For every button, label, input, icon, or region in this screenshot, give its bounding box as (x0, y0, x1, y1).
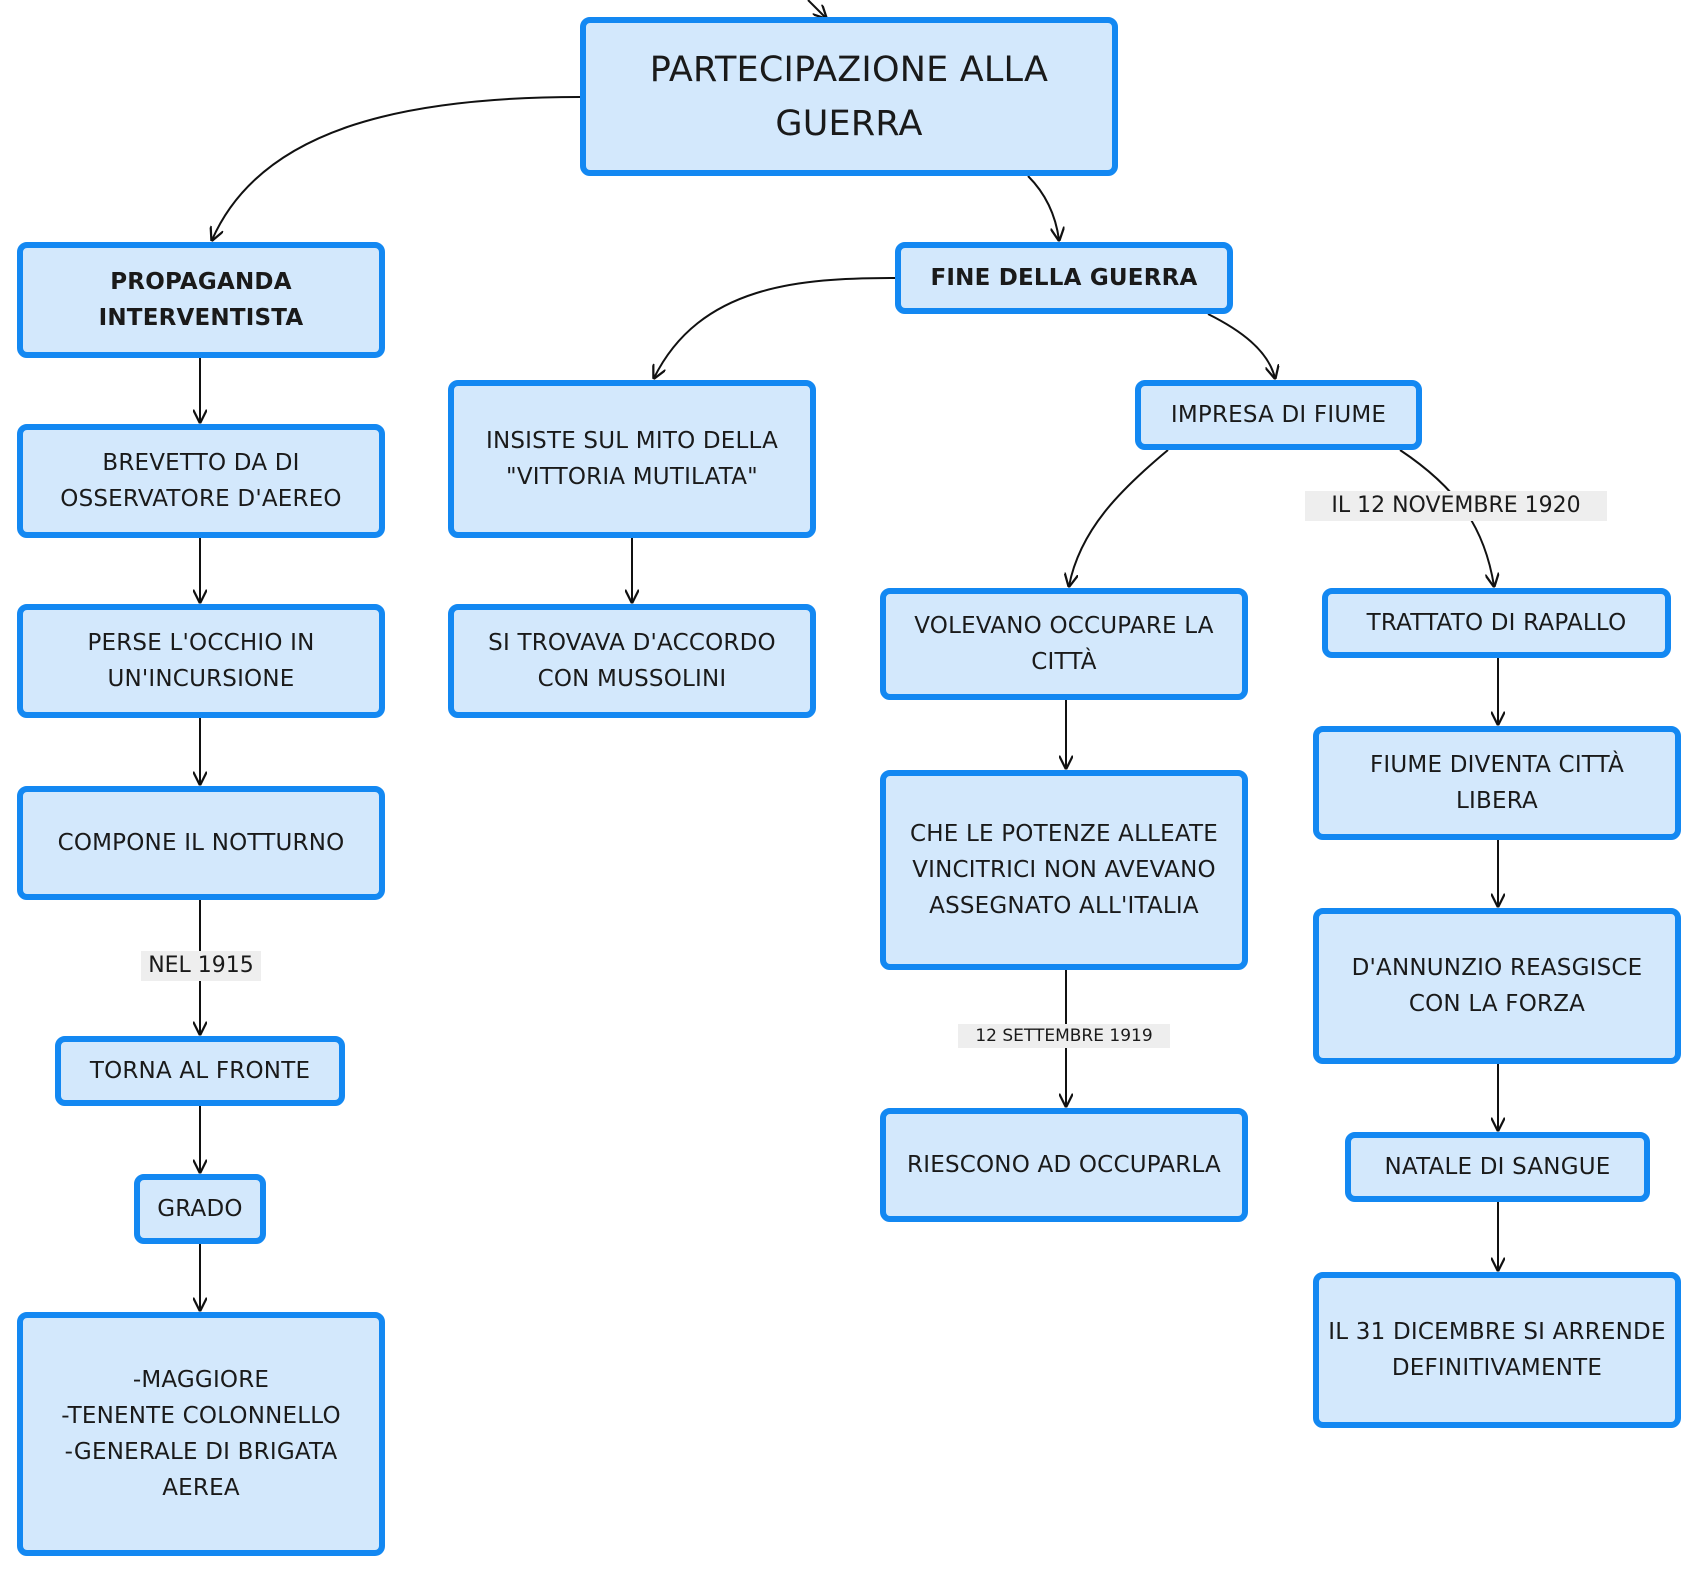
edge-label-12-novembre-1920: IL 12 NOVEMBRE 1920 (1305, 491, 1607, 521)
node-trattato-di-rapallo[interactable]: TRATTATO DI RAPALLO (1322, 588, 1671, 658)
node-mito-vittoria-mutilata[interactable]: INSISTE SUL MITO DELLA "VITTORIA MUTILAT… (448, 380, 816, 538)
node-riescono-ad-occuparla[interactable]: RIESCONO AD OCCUPARLA (880, 1108, 1248, 1222)
node-torna-al-fronte[interactable]: TORNA AL FRONTE (55, 1036, 345, 1106)
node-grado[interactable]: GRADO (134, 1174, 266, 1244)
node-citta-libera[interactable]: FIUME DIVENTA CITTÀ LIBERA (1313, 726, 1681, 840)
edge-fine-fiume (1207, 313, 1275, 378)
node-natale-di-sangue[interactable]: NATALE DI SANGUE (1345, 1132, 1650, 1202)
node-fine-della-guerra[interactable]: FINE DELLA GUERRA (895, 242, 1233, 314)
node-notturno[interactable]: COMPONE IL NOTTURNO (17, 786, 385, 900)
node-accordo-mussolini[interactable]: SI TROVAVA D'ACCORDO CON MUSSOLINI (448, 604, 816, 718)
node-reasgisce[interactable]: D'ANNUNZIO REASGISCE CON LA FORZA (1313, 908, 1681, 1064)
node-potenze-alleate[interactable]: CHE LE POTENZE ALLEATE VINCITRICI NON AV… (880, 770, 1248, 970)
node-propaganda-interventista[interactable]: PROPAGANDA INTERVENTISTA (17, 242, 385, 358)
edge-label-12-settembre-1919: 12 SETTEMBRE 1919 (958, 1024, 1170, 1048)
edge-fine-mito (654, 277, 896, 378)
edge-fiume-occupare (1069, 449, 1169, 586)
edge-label-1915: NEL 1915 (141, 951, 261, 981)
node-gradi-list[interactable]: -MAGGIORE -TENENTE COLONNELLO -GENERALE … (17, 1312, 385, 1556)
node-root[interactable]: PARTECIPAZIONE ALLA GUERRA (580, 17, 1118, 176)
node-resa-31-dicembre[interactable]: IL 31 DICEMBRE SI ARRENDE DEFINITIVAMENT… (1313, 1272, 1681, 1428)
edge-root-fine (1027, 175, 1059, 240)
edge-root-propaganda (212, 96, 581, 240)
node-volevano-occupare[interactable]: VOLEVANO OCCUPARE LA CITTÀ (880, 588, 1248, 700)
node-brevetto[interactable]: BREVETTO DA DI OSSERVATORE D'AEREO (17, 424, 385, 538)
node-occhio[interactable]: PERSE L'OCCHIO IN UN'INCURSIONE (17, 604, 385, 718)
node-impresa-di-fiume[interactable]: IMPRESA DI FIUME (1135, 380, 1422, 450)
edge-top-into-root (807, 0, 826, 18)
